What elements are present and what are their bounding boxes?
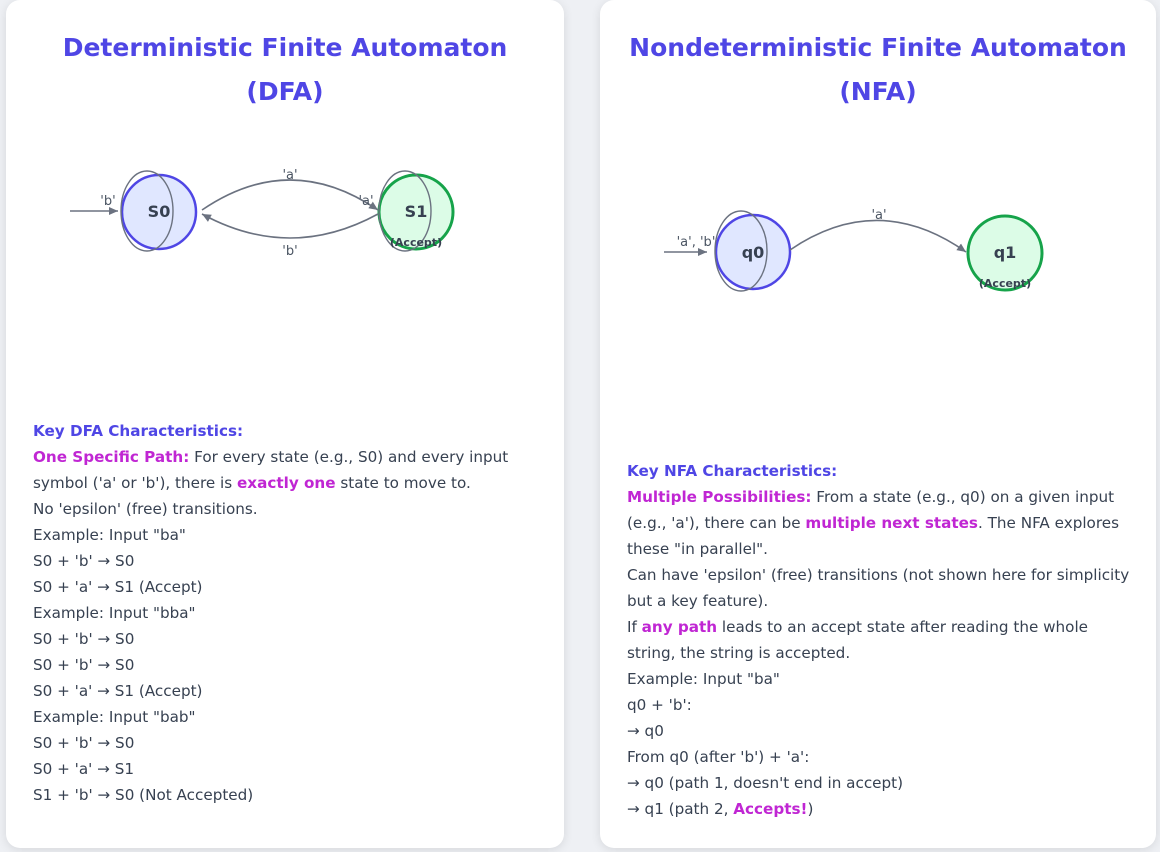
nfa-step5-a: → q1 (path 2, <box>627 800 734 818</box>
dfa-point-specific-path: One Specific Path: For every state (e.g.… <box>33 444 544 470</box>
dfa-example-title: Example: Input "bba" <box>33 604 196 622</box>
nfa-example-title: Example: Input "ba" <box>627 670 780 688</box>
nfa-any-path-emphasis: any path <box>641 618 718 636</box>
nfa-state-q1-accept-label: (Accept) <box>979 277 1031 290</box>
nfa-self-loop-q0 <box>714 210 768 292</box>
dfa-example-step: S0 + 'b' → S0 <box>33 630 135 648</box>
dfa-transition-s0-s1 <box>201 179 379 211</box>
nfa-start-label: 'a', 'b' <box>677 235 716 250</box>
nfa-any-path-b: leads to an accept state after reading t… <box>717 618 1089 636</box>
dfa-point-text-c: state to move to. <box>335 474 471 492</box>
dfa-title: Deterministic Finite Automaton (DFA) <box>62 33 508 106</box>
nfa-point-text-d: these "in parallel". <box>627 540 768 558</box>
nfa-epsilon: Can have 'epsilon' (free) transitions (n… <box>627 566 1130 584</box>
dfa-point-specific-path-cont: symbol ('a' or 'b'), there is exactly on… <box>33 470 544 496</box>
nfa-state-q1[interactable] <box>966 214 1044 292</box>
nfa-title: Nondeterministic Finite Automaton (NFA) <box>629 33 1127 106</box>
nfa-step5-b: ) <box>807 800 814 818</box>
dfa-example-step: S0 + 'b' → S0 <box>33 734 135 752</box>
dfa-example-step: S0 + 'a' → S1 (Accept) <box>33 682 203 700</box>
dfa-example-step: S0 + 'b' → S0 <box>33 656 135 674</box>
dfa-example-title: Example: Input "ba" <box>33 526 186 544</box>
nfa-step5-emphasis: Accepts! <box>733 800 808 818</box>
nfa-state-q0-label: q0 <box>742 243 765 262</box>
dfa-point-text-b: symbol ('a' or 'b'), there is <box>33 474 237 492</box>
nfa-characteristics-heading: Key NFA Characteristics: <box>627 462 838 480</box>
nfa-point-multiple: Multiple Possibilities: From a state (e.… <box>627 484 1136 510</box>
dfa-example-step: S1 + 'b' → S0 (Not Accepted) <box>33 786 254 804</box>
dfa-example-step: S0 + 'a' → S1 (Accept) <box>33 578 203 596</box>
dfa-transition-s1-s0 <box>201 213 379 239</box>
nfa-example-step: → q0 (path 1, doesn't end in accept) <box>627 774 904 792</box>
nfa-transition-q0-q1-label: 'a' <box>871 208 886 223</box>
nfa-card: Nondeterministic Finite Automaton (NFA) … <box>600 0 1156 848</box>
dfa-point-term: One Specific Path: <box>33 448 190 466</box>
dfa-card: Deterministic Finite Automaton (DFA) 'b'… <box>6 0 564 848</box>
dfa-transition-s1-s0-label: 'b' <box>282 244 297 259</box>
nfa-any-path-cont: string, the string is accepted. <box>627 644 851 662</box>
nfa-point-text-b: (e.g., 'a'), there can be <box>627 514 806 532</box>
dfa-no-epsilon: No 'epsilon' (free) transitions. <box>33 500 258 518</box>
dfa-self-loop-s1 <box>378 170 432 252</box>
nfa-diagram: 'a', 'b' q0 q1 (Accept) 'a' <box>664 208 1044 292</box>
dfa-state-s1-accept-label: (Accept) <box>390 236 442 249</box>
nfa-transition-q0-q1 <box>789 219 967 253</box>
dfa-self-loop-s1-label: 'a' <box>358 194 373 209</box>
dfa-characteristics-heading: Key DFA Characteristics: <box>33 422 244 440</box>
nfa-example-step: → q1 (path 2, Accepts!) <box>627 796 1136 822</box>
dfa-state-s0-label: S0 <box>148 202 171 221</box>
nfa-point-multiple-cont: (e.g., 'a'), there can be multiple next … <box>627 510 1136 536</box>
dfa-self-loop-s0 <box>120 170 174 252</box>
nfa-point-text: From a state (e.g., q0) on a given input <box>811 488 1115 506</box>
dfa-example-title: Example: Input "bab" <box>33 708 196 726</box>
nfa-example-step: q0 + 'b': <box>627 696 692 714</box>
nfa-point-emphasis: multiple next states <box>805 514 978 532</box>
nfa-state-q1-label: q1 <box>994 243 1017 262</box>
nfa-any-path-a: If <box>627 618 642 636</box>
nfa-any-path: If any path leads to an accept state aft… <box>627 614 1136 640</box>
nfa-epsilon-cont: but a key feature). <box>627 592 769 610</box>
nfa-example-step: From q0 (after 'b') + 'a': <box>627 748 810 766</box>
dfa-start-label: 'b' <box>100 194 115 209</box>
dfa-characteristics: Key DFA Characteristics: One Specific Pa… <box>33 418 544 808</box>
dfa-transition-s0-s1-label: 'a' <box>282 168 297 183</box>
nfa-point-term: Multiple Possibilities: <box>627 488 812 506</box>
dfa-point-text: For every state (e.g., S0) and every inp… <box>189 448 509 466</box>
dfa-example-step: S0 + 'a' → S1 <box>33 760 135 778</box>
nfa-example-step: → q0 <box>627 722 664 740</box>
dfa-state-s1-label: S1 <box>405 202 428 221</box>
nfa-characteristics: Key NFA Characteristics: Multiple Possib… <box>627 458 1136 822</box>
nfa-point-text-c: . The NFA explores <box>977 514 1120 532</box>
dfa-diagram: 'b' S0 S1 (Accept) 'a' 'b' 'a' <box>70 168 455 259</box>
dfa-point-emphasis: exactly one <box>237 474 336 492</box>
dfa-example-step: S0 + 'b' → S0 <box>33 552 135 570</box>
